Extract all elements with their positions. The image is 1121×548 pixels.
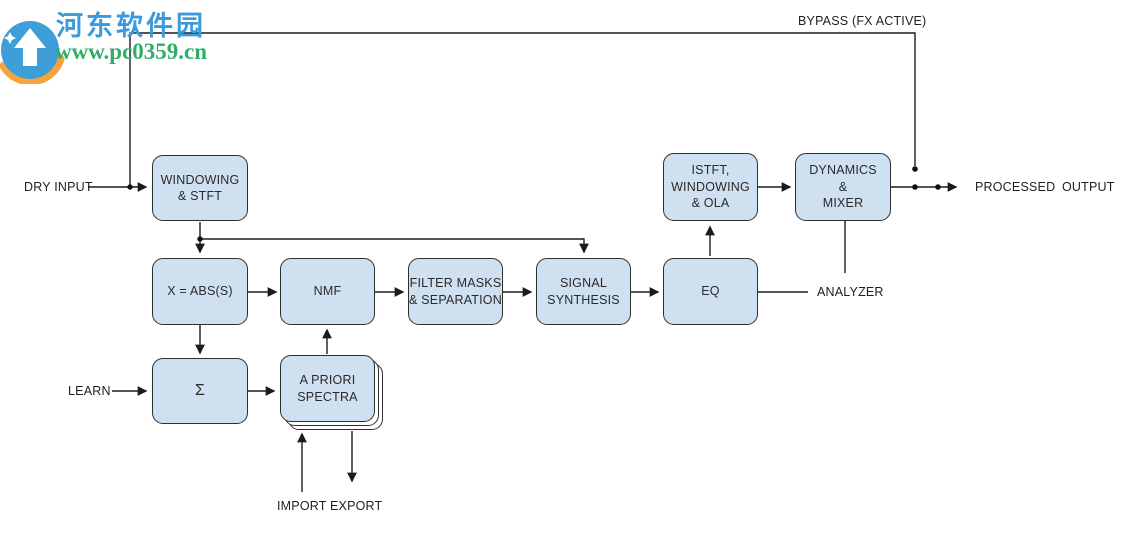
block-a-priori-spectra-label: A PRIORI SPECTRA bbox=[297, 373, 358, 404]
label-export: EXPORT bbox=[330, 499, 383, 513]
label-bypass-fx-active: BYPASS (FX ACTIVE) bbox=[798, 14, 927, 28]
block-sigma-label: Σ bbox=[194, 382, 206, 400]
block-signal-synthesis: SIGNAL SYNTHESIS bbox=[536, 258, 631, 325]
block-istft-windowing-ola: ISTFT, WINDOWING & OLA bbox=[663, 153, 758, 221]
block-dynamics-mixer: DYNAMICS & MIXER bbox=[795, 153, 891, 221]
block-sigma: Σ bbox=[152, 358, 248, 424]
block-eq-label: EQ bbox=[701, 284, 720, 299]
label-learn: LEARN bbox=[68, 384, 111, 398]
watermark-site-url: www.pc0359.cn bbox=[55, 39, 208, 64]
watermark: 河东软件园 www.pc0359.cn bbox=[0, 0, 260, 84]
block-a-priori-spectra: A PRIORI SPECTRA bbox=[280, 355, 375, 422]
block-filter-masks-separation-label: FILTER MASKS & SEPARATION bbox=[409, 276, 502, 307]
block-signal-synthesis-label: SIGNAL SYNTHESIS bbox=[547, 276, 620, 307]
block-istft-windowing-ola-label: ISTFT, WINDOWING & OLA bbox=[671, 163, 750, 211]
block-windowing-stft: WINDOWING & STFT bbox=[152, 155, 248, 221]
block-dynamics-mixer-label: DYNAMICS & MIXER bbox=[809, 163, 877, 211]
block-nmf: NMF bbox=[280, 258, 375, 325]
block-eq: EQ bbox=[663, 258, 758, 325]
label-dry-input: DRY INPUT bbox=[24, 180, 93, 194]
junction-dots bbox=[127, 166, 941, 242]
block-windowing-stft-label: WINDOWING & STFT bbox=[160, 172, 240, 204]
label-import: IMPORT bbox=[277, 499, 327, 513]
block-x-abs-s: X = ABS(S) bbox=[152, 258, 248, 325]
site-logo-icon bbox=[0, 21, 65, 84]
watermark-site-name: 河东软件园 bbox=[56, 11, 206, 41]
label-analyzer: ANALYZER bbox=[817, 285, 884, 299]
block-filter-masks-separation: FILTER MASKS & SEPARATION bbox=[408, 258, 503, 325]
block-nmf-label: NMF bbox=[313, 284, 342, 299]
label-processed-output: PROCESSED OUTPUT bbox=[975, 180, 1115, 194]
block-x-abs-s-label: X = ABS(S) bbox=[167, 284, 233, 299]
